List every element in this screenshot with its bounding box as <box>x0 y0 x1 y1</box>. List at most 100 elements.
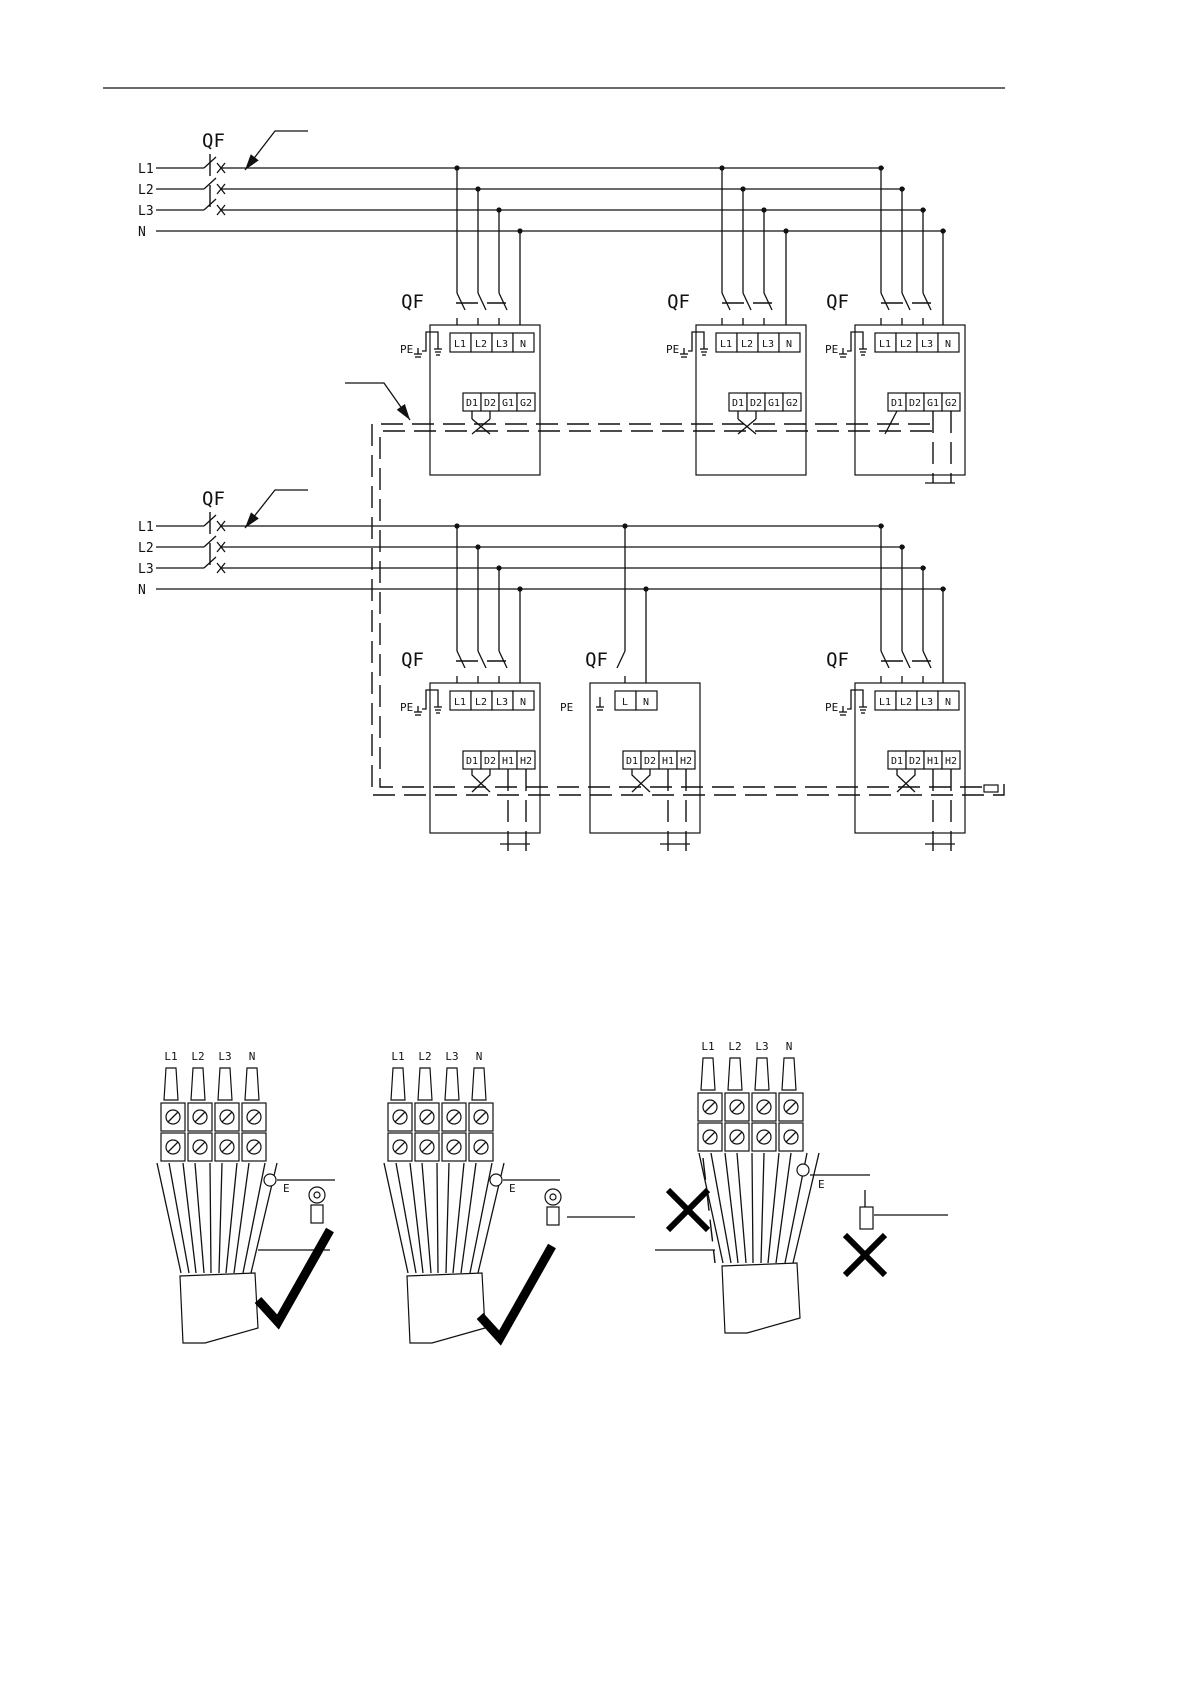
main-supply: QF L1L2L3N <box>138 130 946 240</box>
conductor <box>768 1153 779 1263</box>
phase-label: N <box>138 583 146 598</box>
wire-label: L3 <box>445 1050 458 1063</box>
terminal-label: N <box>786 339 792 350</box>
terminal-block: L1L2L3N <box>388 1050 493 1161</box>
breaker-contact <box>617 651 625 668</box>
pe-label: PE <box>666 343 679 356</box>
terminal-label: D1 <box>466 398 478 409</box>
phase-label: N <box>138 225 146 240</box>
terminal-label: L3 <box>921 339 933 350</box>
conductor <box>396 1163 416 1273</box>
conductor <box>711 1153 731 1263</box>
breaker-contact <box>499 293 507 310</box>
pe-label: PE <box>560 701 573 714</box>
breaker-contact <box>722 293 730 310</box>
wire-ferrule <box>445 1068 459 1100</box>
comm-terminal-block: D1D2H1H2 <box>888 751 960 769</box>
lug-barrel <box>547 1207 559 1225</box>
phase-label: L1 <box>138 520 154 535</box>
conductor <box>183 1163 196 1273</box>
terminal-label: H1 <box>927 756 939 767</box>
conductor <box>453 1163 464 1273</box>
comm-terminal-block: D1D2G1G2 <box>729 393 801 411</box>
phase-label: L3 <box>138 204 154 219</box>
wire-label: L2 <box>191 1050 204 1063</box>
cable-sheath <box>180 1273 258 1343</box>
conductor <box>699 1153 723 1263</box>
comm-terminal-block: D1D2H1H2 <box>463 751 535 769</box>
conductor <box>422 1163 431 1273</box>
terminal-label: G1 <box>927 398 939 409</box>
breaker-label: QF <box>667 291 690 313</box>
cable <box>157 1163 277 1343</box>
conductor <box>737 1153 746 1263</box>
outdoor-unit: QF L1L2L3N PE D1D2G1G2 <box>666 165 806 475</box>
terminal-label: D1 <box>891 756 903 767</box>
outdoor-unit: QFL1L2L3NPED1D2G1G2 <box>400 165 540 475</box>
breaker-contact <box>902 651 910 668</box>
lug-hole <box>314 1192 320 1198</box>
power-terminal-block: LN <box>615 691 657 710</box>
earth-symbol <box>414 706 422 715</box>
lug-barrel <box>311 1205 323 1223</box>
wire-label: L1 <box>164 1050 177 1063</box>
phase-label: L2 <box>138 183 154 198</box>
breaker-contact <box>764 293 772 310</box>
terminal-label: L <box>622 697 628 708</box>
terminal-label: N <box>520 339 526 350</box>
terminal-label: D1 <box>732 398 744 409</box>
terminal-label: N <box>945 339 951 350</box>
breaker-label: QF <box>401 291 424 313</box>
conductor <box>437 1163 438 1273</box>
earth-symbol <box>414 348 422 357</box>
terminal-label: H1 <box>662 756 674 767</box>
callout-leader <box>245 131 308 170</box>
pe-label: PE <box>400 343 413 356</box>
breaker-label: QF <box>202 130 225 152</box>
terminator-resistor <box>984 785 998 792</box>
earth-label: E <box>283 1182 290 1195</box>
terminal-label: L1 <box>454 697 466 708</box>
wire-ferrule <box>218 1068 232 1100</box>
check-mark <box>258 1230 330 1322</box>
breaker-contact <box>478 651 486 668</box>
breaker-contact <box>499 651 507 668</box>
wire-ferrule <box>472 1068 486 1100</box>
arrow-head <box>397 404 410 420</box>
phase-label: L1 <box>138 162 154 177</box>
pe-label: PE <box>400 701 413 714</box>
terminal-label: D2 <box>909 398 921 409</box>
terminal-label: H2 <box>945 756 957 767</box>
terminal-label: D1 <box>891 398 903 409</box>
terminal-label: H2 <box>680 756 692 767</box>
conductor <box>226 1163 237 1273</box>
earth-label: E <box>509 1182 516 1195</box>
conductor <box>195 1163 204 1273</box>
check-mark <box>480 1246 552 1338</box>
wire-label: L3 <box>218 1050 231 1063</box>
conductor <box>157 1163 181 1273</box>
cross-mark <box>845 1235 885 1275</box>
conductor <box>210 1163 211 1273</box>
cable-sheath <box>407 1273 485 1343</box>
terminal-label: L2 <box>900 339 912 350</box>
terminal-label: G2 <box>945 398 957 409</box>
wire-ferrule <box>245 1068 259 1100</box>
terminal-label: L2 <box>475 697 487 708</box>
wire-ferrule <box>164 1068 178 1100</box>
breaker-label: QF <box>826 649 849 671</box>
conductor <box>752 1153 753 1263</box>
terminal-label: G1 <box>502 398 514 409</box>
earth-symbol <box>839 348 847 357</box>
terminal-label: D2 <box>484 756 496 767</box>
terminal-label: N <box>643 697 649 708</box>
breaker-label: QF <box>585 649 608 671</box>
